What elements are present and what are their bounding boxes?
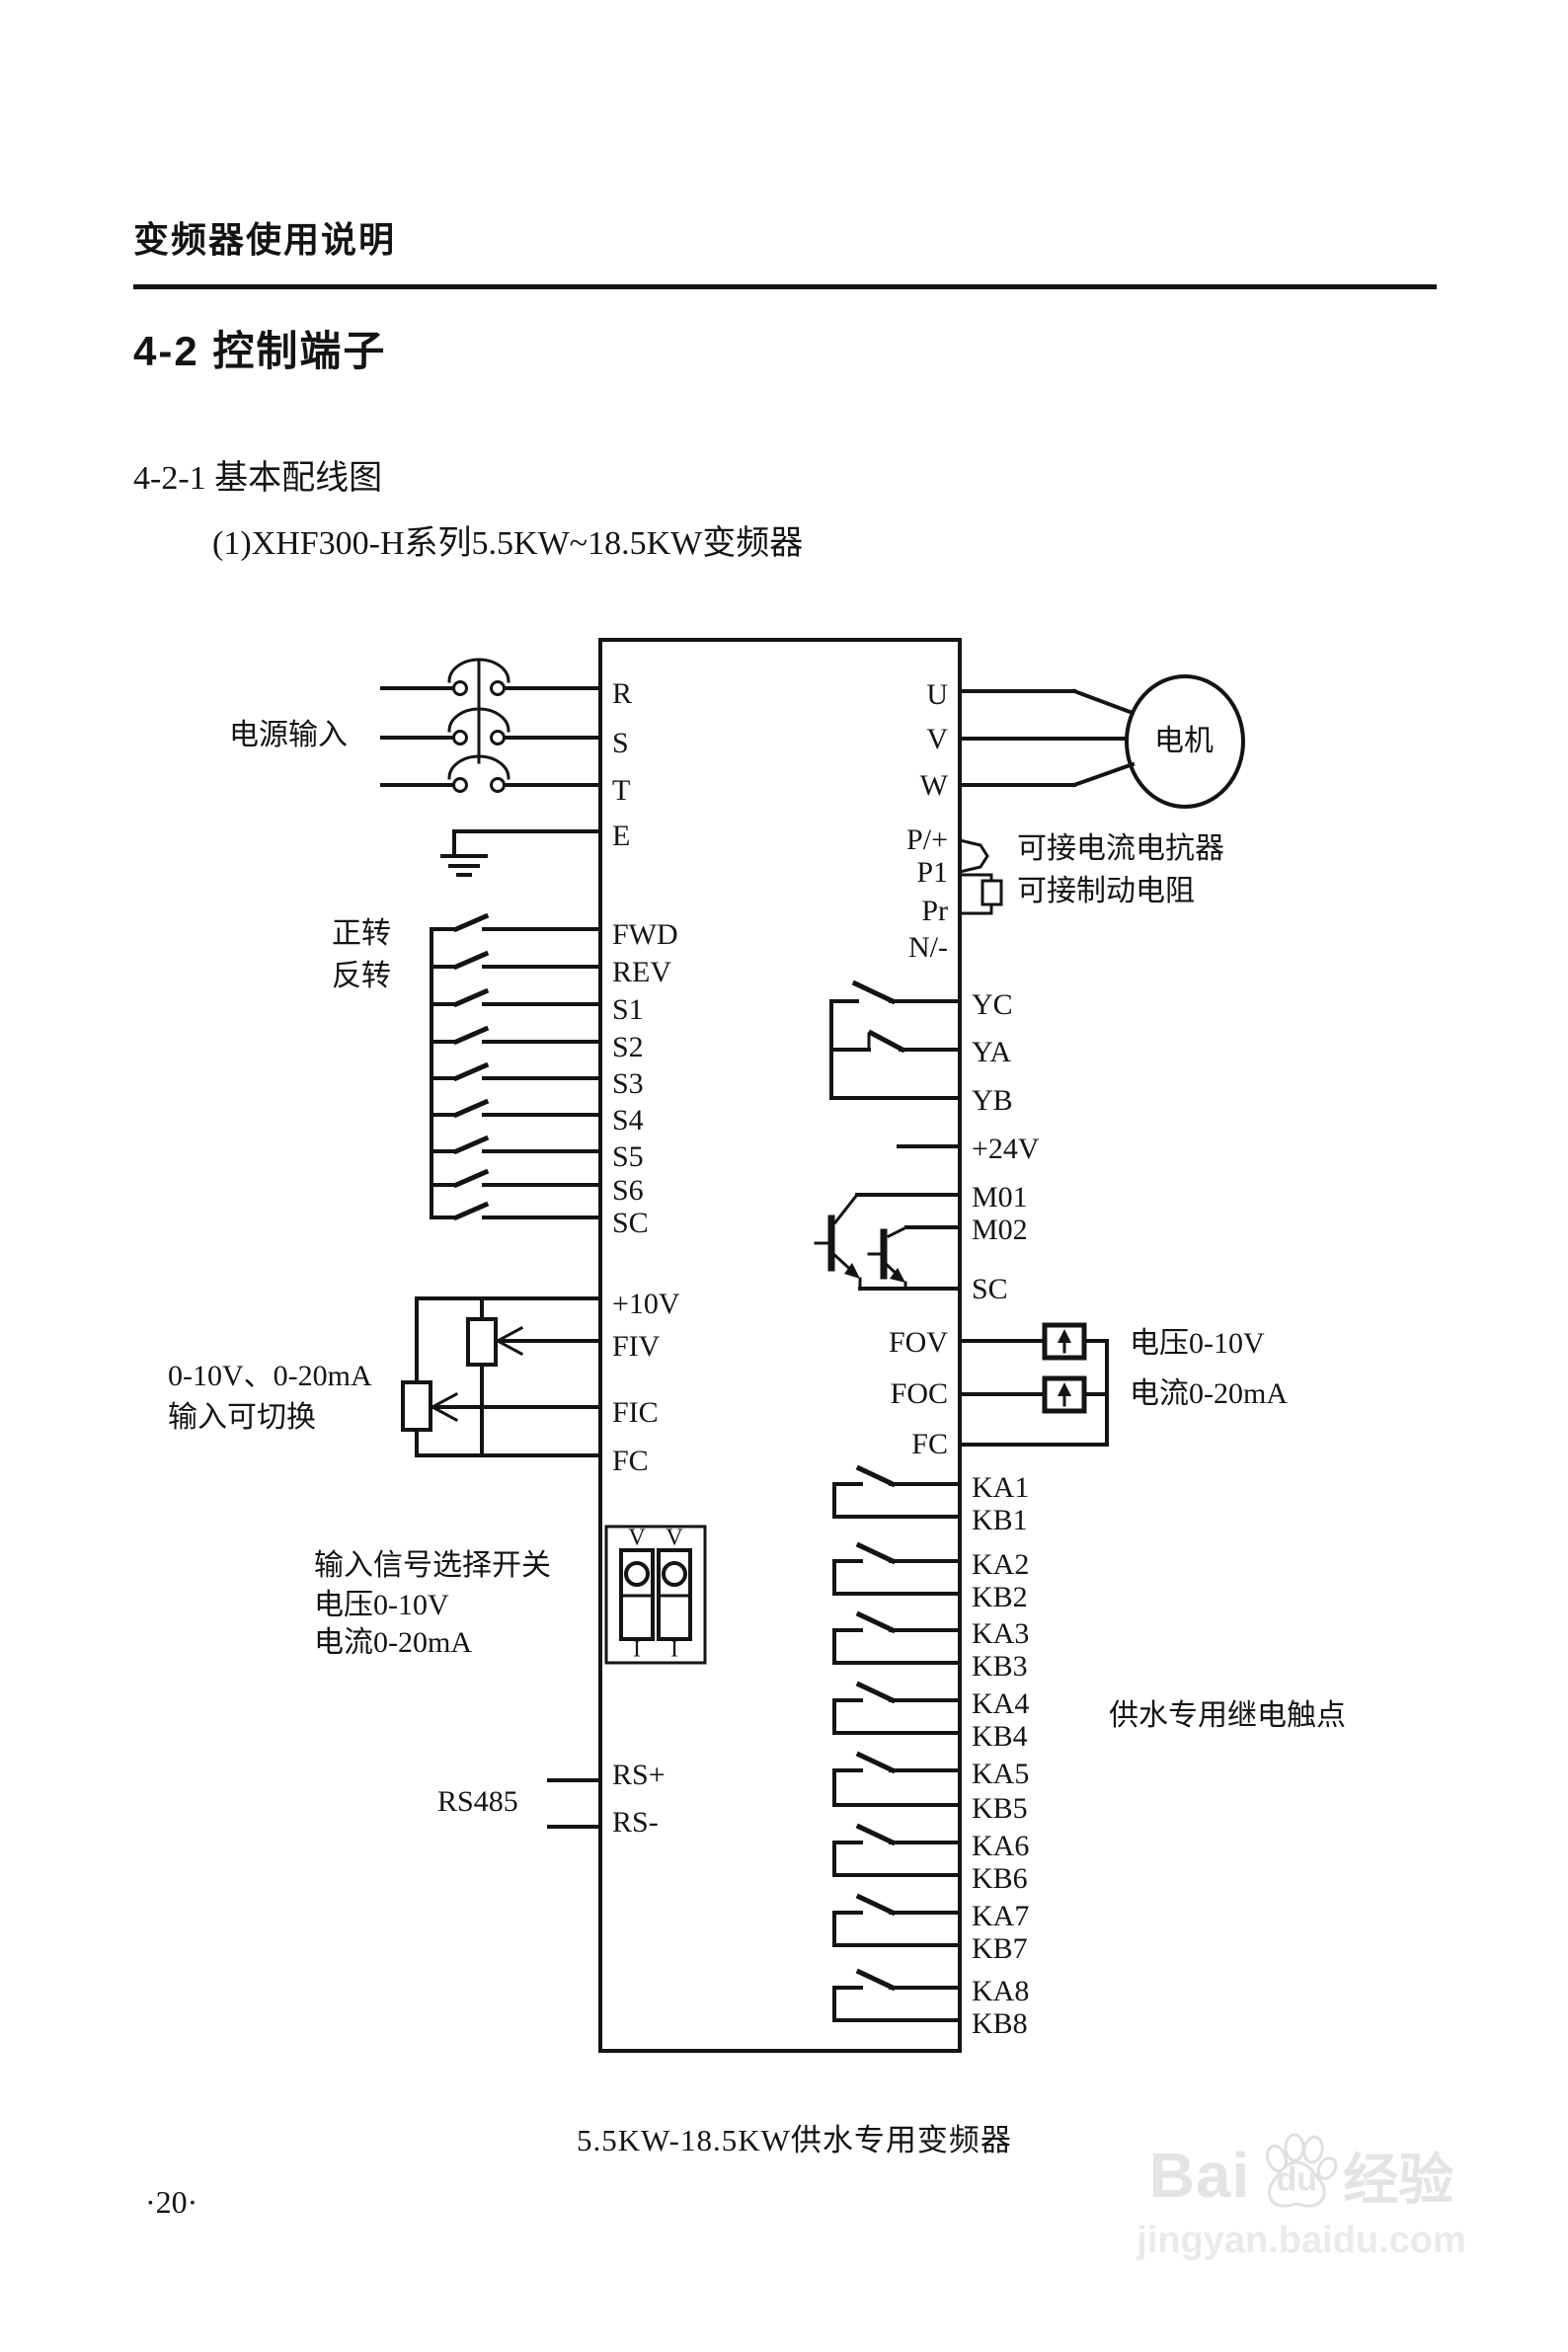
terminal-label-t: T xyxy=(612,774,630,807)
terminal-label-kb5: KB5 xyxy=(972,1792,1028,1825)
power-input-breaker xyxy=(380,658,602,793)
terminal-label-p-plus: P/+ xyxy=(906,823,948,856)
terminal-label-kb3: KB3 xyxy=(972,1650,1028,1683)
terminal-label-kb2: KB2 xyxy=(972,1581,1028,1613)
analog-output-meters xyxy=(958,1322,1109,1447)
terminal-label-s4: S4 xyxy=(612,1104,644,1137)
earth-ground-symbol xyxy=(440,829,602,877)
terminal-label-rs-minus: RS- xyxy=(612,1806,659,1839)
terminal-label-ka4: KA4 xyxy=(972,1687,1029,1720)
watermark: Bai du 经验 jingyan.baidu.com xyxy=(1104,2133,1499,2262)
terminal-label-e: E xyxy=(612,820,630,852)
terminal-label-fov: FOV xyxy=(889,1326,948,1359)
motor-label: 电机 xyxy=(1154,725,1214,757)
terminal-label-kb7: KB7 xyxy=(972,1932,1028,1965)
terminal-label-ka1: KA1 xyxy=(972,1471,1029,1504)
terminal-label-fc2: FC xyxy=(911,1428,948,1460)
terminal-label-m02: M02 xyxy=(972,1214,1028,1246)
terminal-label-v: V xyxy=(926,723,948,755)
dip-note-line2: 电压0-10V xyxy=(314,1589,449,1621)
terminal-label-ka3: KA3 xyxy=(972,1617,1029,1650)
terminal-label-ka7: KA7 xyxy=(972,1900,1029,1932)
terminal-label-w: W xyxy=(920,769,949,802)
terminal-label-m01: M01 xyxy=(972,1181,1028,1214)
power-input-note: 电源输入 xyxy=(229,719,348,751)
header-rule xyxy=(133,284,1437,289)
terminal-label-kb8: KB8 xyxy=(972,2007,1028,2040)
watermark-du-text: du xyxy=(1276,2160,1318,2199)
input-signal-selector-switch xyxy=(604,1525,707,1665)
forward-note: 正转 xyxy=(332,917,391,950)
terminal-label-kb4: KB4 xyxy=(972,1720,1028,1753)
terminal-label-ka8: KA8 xyxy=(972,1975,1029,2007)
terminal-label-10v: +10V xyxy=(612,1288,680,1320)
terminal-label-ya: YA xyxy=(972,1036,1011,1068)
foc-note: 电流0-20mA xyxy=(1130,1377,1288,1410)
terminal-label-fiv: FIV xyxy=(612,1330,661,1363)
terminal-label-s6: S6 xyxy=(612,1174,644,1207)
dip-note-line3: 电流0-20mA xyxy=(314,1626,472,1659)
terminal-label-s2: S2 xyxy=(612,1031,644,1063)
watermark-suffix-text: 经验 xyxy=(1343,2148,1454,2211)
terminal-label-rev: REV xyxy=(612,956,671,988)
figure-intro: (1)XHF300-H系列5.5KW~18.5KW变频器 xyxy=(212,525,804,562)
watermark-url: jingyan.baidu.com xyxy=(1137,2220,1466,2261)
baidu-paw-icon: du xyxy=(1254,2133,1339,2218)
terminal-label-r: R xyxy=(612,677,632,710)
watermark-brand-text: Bai xyxy=(1148,2140,1251,2211)
terminal-label-kb1: KB1 xyxy=(972,1504,1028,1536)
terminal-label-s: S xyxy=(612,727,629,759)
dip-mark-v1: V xyxy=(628,1526,646,1551)
terminal-label-s1: S1 xyxy=(612,993,644,1026)
terminal-label-s3: S3 xyxy=(612,1067,644,1100)
relay-note: 供水专用继电触点 xyxy=(1109,1699,1346,1732)
terminal-label-kb6: KB6 xyxy=(972,1862,1028,1895)
water-relay-contacts xyxy=(832,1464,962,2022)
analog-note-line2: 输入可切换 xyxy=(168,1401,316,1434)
terminal-label-n-minus: N/- xyxy=(908,931,948,964)
digital-input-switches xyxy=(430,912,602,1221)
terminal-label-rs-plus: RS+ xyxy=(612,1759,666,1791)
brake-note: 可接制动电阻 xyxy=(1017,875,1195,907)
terminal-label-s5: S5 xyxy=(612,1140,644,1173)
terminal-label-24v: +24V xyxy=(972,1133,1040,1165)
open-collector-outputs xyxy=(814,1192,962,1291)
subsection-title: 4-2-1 基本配线图 xyxy=(133,460,383,497)
rs485-wires xyxy=(547,1778,602,1829)
rs485-note: RS485 xyxy=(437,1785,518,1818)
section-title: 4-2 控制端子 xyxy=(133,328,387,374)
figure-caption: 5.5KW-18.5KW供水专用变频器 xyxy=(577,2123,1012,2157)
analog-input-circuit xyxy=(401,1296,602,1457)
fov-note: 电压0-10V xyxy=(1130,1327,1265,1360)
terminal-label-foc: FOC xyxy=(891,1377,948,1410)
dip-mark-i1: I xyxy=(633,1637,641,1663)
terminal-label-fwd: FWD xyxy=(612,918,678,951)
analog-note-line1: 0-10V、0-20mA xyxy=(168,1360,372,1392)
dip-note-line1: 输入信号选择开关 xyxy=(314,1549,551,1582)
terminal-label-yc: YC xyxy=(972,988,1013,1021)
terminal-label-ka2: KA2 xyxy=(972,1548,1029,1581)
inverter-box xyxy=(598,638,962,2053)
dip-mark-v2: V xyxy=(666,1526,683,1551)
terminal-label-pr: Pr xyxy=(921,895,948,927)
reverse-note: 反转 xyxy=(332,960,391,992)
terminal-label-u: U xyxy=(926,678,948,711)
terminal-label-ka6: KA6 xyxy=(972,1830,1029,1862)
page-header: 变频器使用说明 xyxy=(133,219,397,260)
terminal-label-sc: SC xyxy=(612,1207,649,1239)
motor-output xyxy=(958,674,1245,809)
terminal-label-ka5: KA5 xyxy=(972,1758,1029,1790)
dip-mark-i2: I xyxy=(670,1637,678,1663)
terminal-label-p1: P1 xyxy=(916,856,948,889)
relay-output-contacts xyxy=(829,980,962,1100)
page-number: ·20· xyxy=(145,2184,198,2220)
terminal-label-fc: FC xyxy=(612,1445,649,1477)
reactor-jumper xyxy=(958,838,989,874)
reactor-note: 可接电流电抗器 xyxy=(1017,832,1224,865)
brake-resistor xyxy=(958,873,1003,915)
terminal-label-sc2: SC xyxy=(972,1273,1008,1305)
terminal-label-fic: FIC xyxy=(612,1396,659,1429)
terminal-label-yb: YB xyxy=(972,1084,1013,1117)
